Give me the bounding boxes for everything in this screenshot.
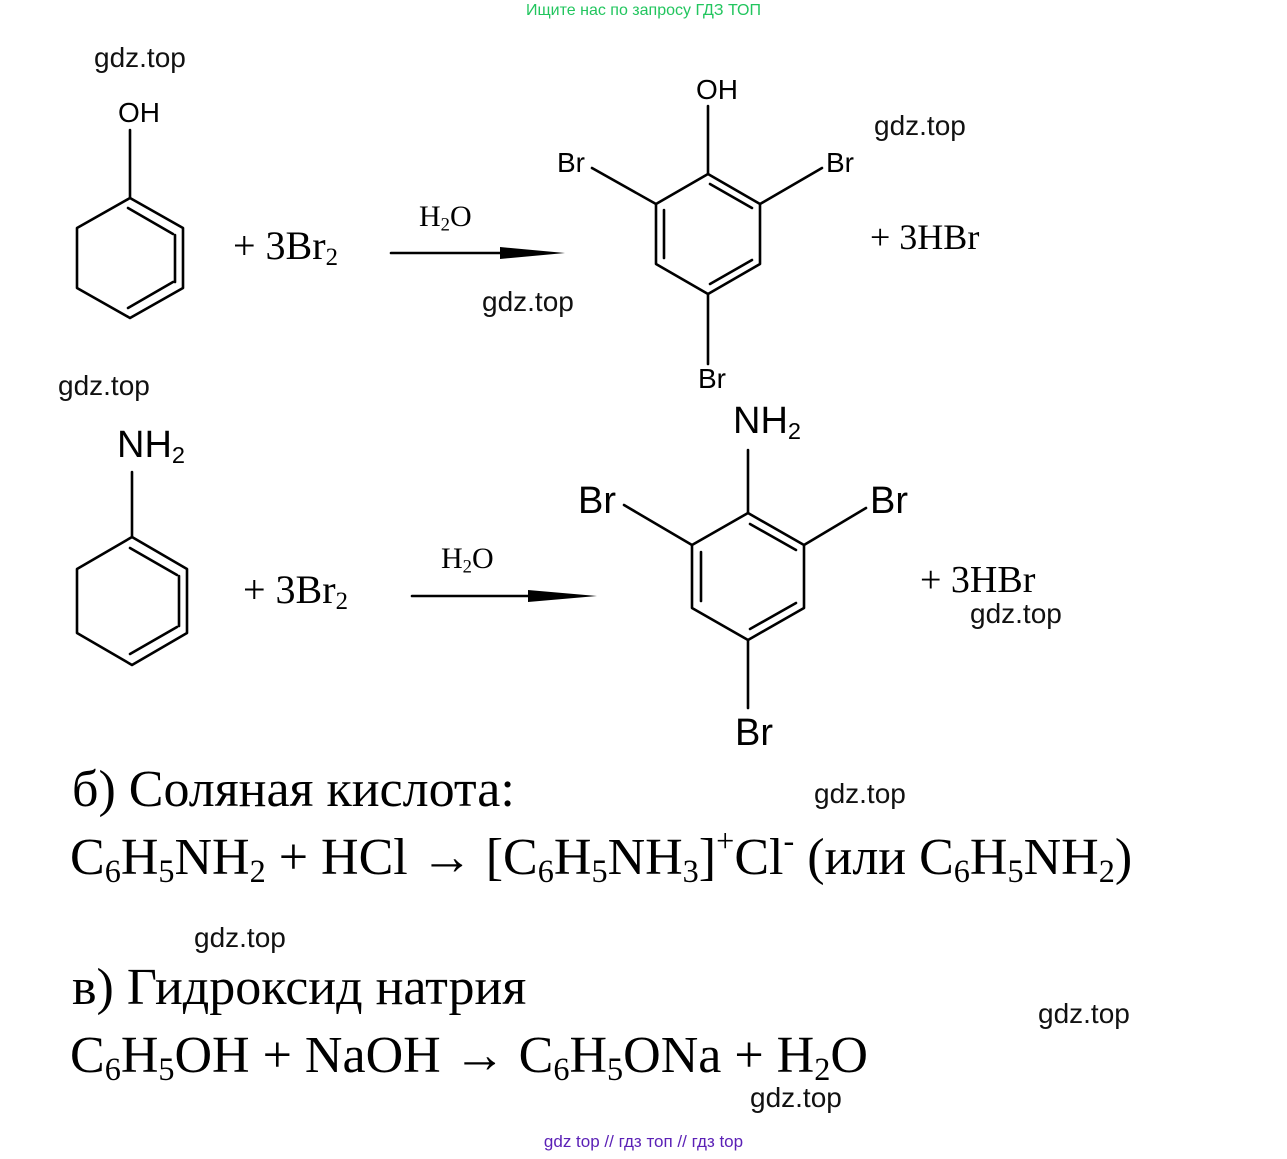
reaction2-byproduct: + 3HBr	[920, 559, 1036, 601]
aniline-nh2-label: NH2	[117, 424, 185, 468]
reaction1-condition: H2O	[419, 200, 472, 236]
watermark-6: gdz.top	[814, 778, 906, 809]
tribromoaniline-br-right: Br	[870, 480, 908, 522]
reaction1-reagent: + 3Br2	[233, 223, 338, 272]
section-c-title: в) Гидроксид натрия	[72, 959, 527, 1016]
reaction2-condition: H2O	[441, 542, 494, 578]
tribromophenol-br-bottom: Br	[698, 363, 726, 394]
section-b-title: б) Соляная кислота:	[72, 761, 515, 818]
tribromoaniline-br-left: Br	[578, 480, 616, 522]
watermark-4: gdz.top	[58, 370, 150, 401]
watermark-9: gdz.top	[750, 1082, 842, 1113]
watermark-5: gdz.top	[970, 598, 1062, 629]
reaction2-arrow-head	[528, 590, 597, 602]
watermark-3: gdz.top	[482, 286, 574, 317]
reaction1-arrow-head	[500, 247, 565, 259]
reaction2-reagent: + 3Br2	[243, 567, 348, 616]
tribromophenol-br-left: Br	[557, 147, 585, 178]
tribromophenol-oh-label: OH	[696, 74, 738, 105]
tribromoaniline-br-bottom: Br	[735, 712, 773, 754]
tribromoaniline-nh2-label: NH2	[733, 400, 801, 444]
tribromophenol-ring	[590, 104, 824, 366]
tribromophenol-br-right: Br	[826, 147, 854, 178]
watermark-7: gdz.top	[194, 922, 286, 953]
aniline-ring	[75, 470, 189, 667]
tribromoaniline-ring	[622, 448, 868, 710]
phenol-ring	[75, 128, 185, 320]
footer-links[interactable]: gdz top // гдз топ // гдз top	[543, 1132, 744, 1151]
reaction1-byproduct: + 3HBr	[870, 217, 980, 257]
section-b-equation: C6H5NH2 + HCl → [C6H5NH3]+Cl- (или C6H5N…	[70, 822, 1133, 890]
top-banner[interactable]: Ищите нас по запросу ГДЗ ТОП	[526, 2, 761, 19]
phenol-oh-label: OH	[118, 97, 160, 128]
watermark-1: gdz.top	[94, 42, 186, 73]
section-c-equation: C6H5OH + NaOH → C6H5ONa + H2O	[70, 1027, 868, 1088]
watermark-8: gdz.top	[1038, 998, 1130, 1029]
watermark-2: gdz.top	[874, 110, 966, 141]
